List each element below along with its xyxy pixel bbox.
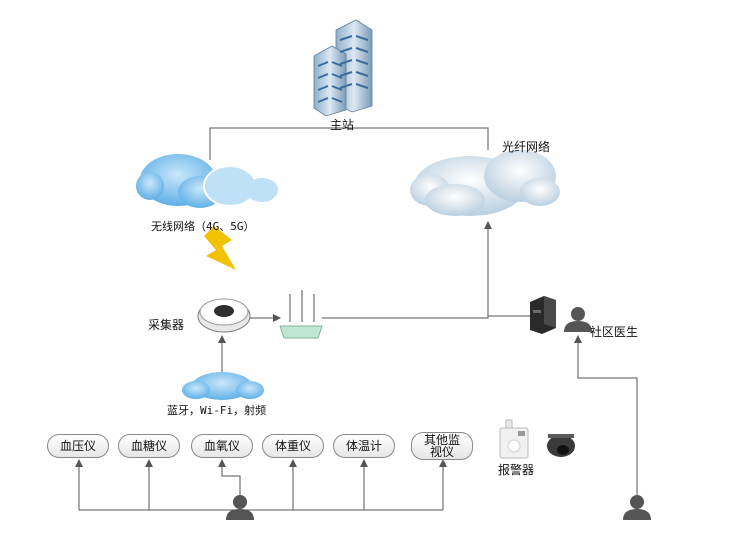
wireless-cloud-icon [136,154,278,208]
alarm-label: 报警器 [498,463,535,477]
connection-lines [75,127,638,511]
fiber-network-label: 光纤网络 [502,140,551,154]
device-blood-oxygen: 血氧仪 [191,434,253,458]
community-doctor-label: 社区医生 [590,325,639,339]
collector-label: 采集器 [148,318,185,332]
local-link-label: 蓝牙，Wi-Fi，射频 [167,404,267,417]
router-icon [279,290,323,339]
device-other-monitor: 其他监 视仪 [411,432,473,460]
local-link-cloud-icon [182,372,264,400]
device-blood-glucose: 血糖仪 [118,434,180,458]
main-station-building-icon [313,19,373,117]
fiber-cloud-icon [410,150,560,216]
lightning-icon [204,226,236,270]
person-icon-patient [226,495,254,520]
line-doctor-link [574,335,638,500]
device-weight-scale: 体重仪 [262,434,324,458]
device-thermometer: 体温计 [333,434,395,458]
wireless-network-label: 无线网络（4G、5G） [151,220,255,233]
main-station-label: 主站 [330,118,355,132]
device-blood-pressure: 血压仪 [47,434,109,458]
line-router-to-fiber [322,221,492,319]
alarm-icon [499,419,529,459]
person-icon-doctor [564,307,592,332]
line-wireless-to-main [209,127,489,160]
server-icon [530,296,556,334]
collector-device-icon [197,298,251,333]
camera-icon [547,434,575,457]
person-icon-remote [623,495,651,520]
